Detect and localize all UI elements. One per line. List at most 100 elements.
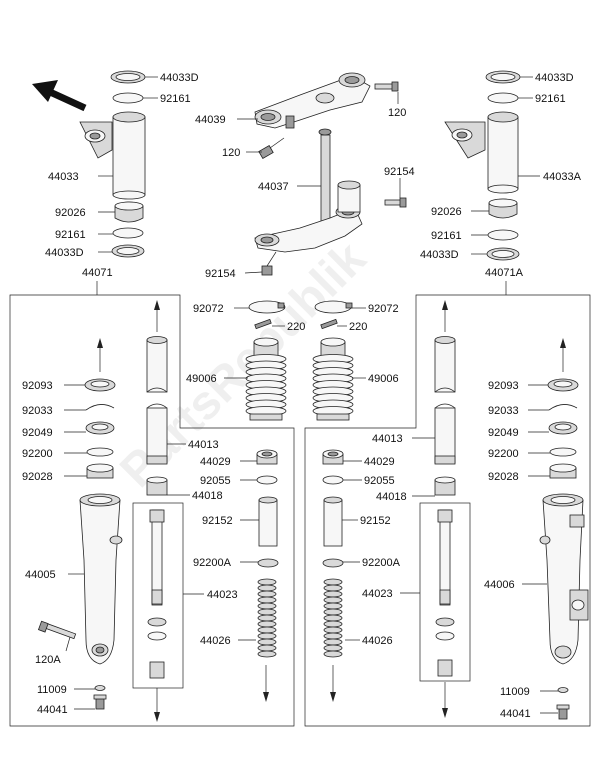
- label-44041-left: 44041: [37, 704, 68, 716]
- label-44023-right: 44023: [362, 588, 393, 600]
- label-92055-left: 92055: [200, 475, 231, 487]
- label-44033A: 44033A: [543, 171, 582, 183]
- label-44033D-top-right: 44033D: [535, 72, 574, 84]
- label-92093-left: 92093: [22, 380, 53, 392]
- part-44033A-outer-tube: [444, 111, 519, 194]
- label-120-lower: 120: [222, 147, 240, 159]
- label-44071: 44071: [82, 267, 113, 279]
- part-92055-right: [322, 475, 344, 485]
- label-92072-left: 92072: [193, 303, 224, 315]
- label-92200A-left: 92200A: [193, 557, 232, 569]
- part-44018-right: [434, 476, 456, 496]
- part-92154-bolt-lower: [261, 251, 277, 276]
- part-220-screw-left: [254, 318, 272, 330]
- part-92028-left: [86, 463, 114, 479]
- label-44006: 44006: [484, 579, 515, 591]
- leader-lines: [64, 76, 558, 714]
- label-44039: 44039: [195, 114, 226, 126]
- label-49006-left: 49006: [186, 373, 217, 385]
- label-44037: 44037: [258, 181, 289, 193]
- part-120-bolt-upper: [374, 81, 399, 92]
- part-220-screw-right: [320, 318, 338, 330]
- label-120-upper: 120: [388, 107, 406, 119]
- part-92026-right: [488, 198, 518, 219]
- part-44006-fork-leg-right: [539, 493, 589, 665]
- part-44041-left: [93, 694, 107, 710]
- label-44018-left: 44018: [192, 490, 223, 502]
- part-49006-boot-left: [245, 337, 287, 421]
- label-92055-right: 92055: [364, 475, 395, 487]
- part-92026-left: [114, 201, 144, 223]
- label-44033D-top-left: 44033D: [160, 72, 199, 84]
- part-92072-clamp-left: [248, 300, 286, 314]
- part-92033-left: [85, 404, 115, 411]
- label-44041-right: 44041: [500, 708, 531, 720]
- label-92049-right: 92049: [488, 427, 519, 439]
- part-11009-right: [557, 687, 569, 693]
- right-fork-panel: [304, 294, 591, 727]
- label-44026-left: 44026: [200, 635, 231, 647]
- label-44033D-left: 44033D: [45, 247, 84, 259]
- label-44005: 44005: [25, 569, 56, 581]
- label-92200A-right: 92200A: [362, 557, 401, 569]
- label-44023-left: 44023: [207, 589, 238, 601]
- part-44026-spring-left: [257, 578, 277, 658]
- label-92200-left: 92200: [22, 448, 53, 460]
- label-44013-left: 44013: [188, 439, 219, 451]
- part-92152-left: [258, 496, 278, 547]
- part-11009-left: [94, 685, 106, 691]
- label-92161-left: 92161: [55, 229, 86, 241]
- part-120A-bolt: [37, 620, 77, 640]
- label-92026-left: 92026: [55, 207, 86, 219]
- part-92093-left: [84, 338, 116, 392]
- label-92154-lower: 92154: [205, 268, 236, 280]
- label-92161-top-left: 92161: [160, 93, 191, 105]
- part-44033-outer-tube: [79, 111, 146, 200]
- label-44013-right: 44013: [372, 433, 403, 445]
- spring-arrows: [263, 665, 336, 702]
- part-44041-right: [556, 704, 570, 720]
- part-44018-left: [146, 476, 168, 496]
- label-92161-right: 92161: [431, 230, 462, 242]
- label-120A: 120A: [35, 654, 61, 666]
- part-44039-upper-bracket: [254, 72, 371, 129]
- part-92200-left: [86, 447, 114, 457]
- part-92072-clamp-right: [314, 300, 353, 314]
- part-44013-inner-tube-right: [434, 300, 456, 465]
- part-44005-fork-leg-left: [79, 493, 123, 665]
- part-44023-damper-rod-left: [132, 502, 184, 722]
- part-44023-damper-rod-right: [419, 502, 471, 718]
- part-92161-top-right: [487, 92, 519, 104]
- label-92154-upper: 92154: [384, 166, 415, 178]
- label-49006-right: 49006: [368, 373, 399, 385]
- label-92161-top-right: 92161: [535, 93, 566, 105]
- label-44018-right: 44018: [376, 491, 407, 503]
- part-92049-right: [548, 421, 578, 435]
- part-44029-left: [256, 449, 278, 465]
- part-92161-top-left: [112, 92, 144, 104]
- label-44029-right: 44029: [364, 456, 395, 468]
- label-11009-right: 11009: [500, 686, 530, 698]
- label-92026-right: 92026: [431, 206, 462, 218]
- direction-arrow-icon: [32, 80, 87, 112]
- part-92152-right: [323, 496, 343, 547]
- label-92072-right: 92072: [368, 303, 399, 315]
- part-49006-boot-right: [312, 337, 354, 421]
- part-labels: 44033D 92161 44033 92026 92161 44033D 44…: [22, 72, 582, 720]
- part-92161-left: [112, 227, 144, 239]
- label-92200-right: 92200: [488, 448, 519, 460]
- part-44013-inner-tube-left: [146, 300, 168, 465]
- label-92033-left: 92033: [22, 405, 53, 417]
- label-44033D-right: 44033D: [420, 249, 459, 261]
- part-44026-spring-right: [323, 578, 343, 658]
- part-44029-right: [322, 449, 344, 465]
- label-92049-left: 92049: [22, 427, 53, 439]
- label-44026-right: 44026: [362, 635, 393, 647]
- part-92200-right: [549, 447, 577, 457]
- part-92049-left: [85, 421, 115, 435]
- label-44029-left: 44029: [200, 456, 231, 468]
- label-44033: 44033: [48, 171, 79, 183]
- label-44071A: 44071A: [485, 267, 524, 279]
